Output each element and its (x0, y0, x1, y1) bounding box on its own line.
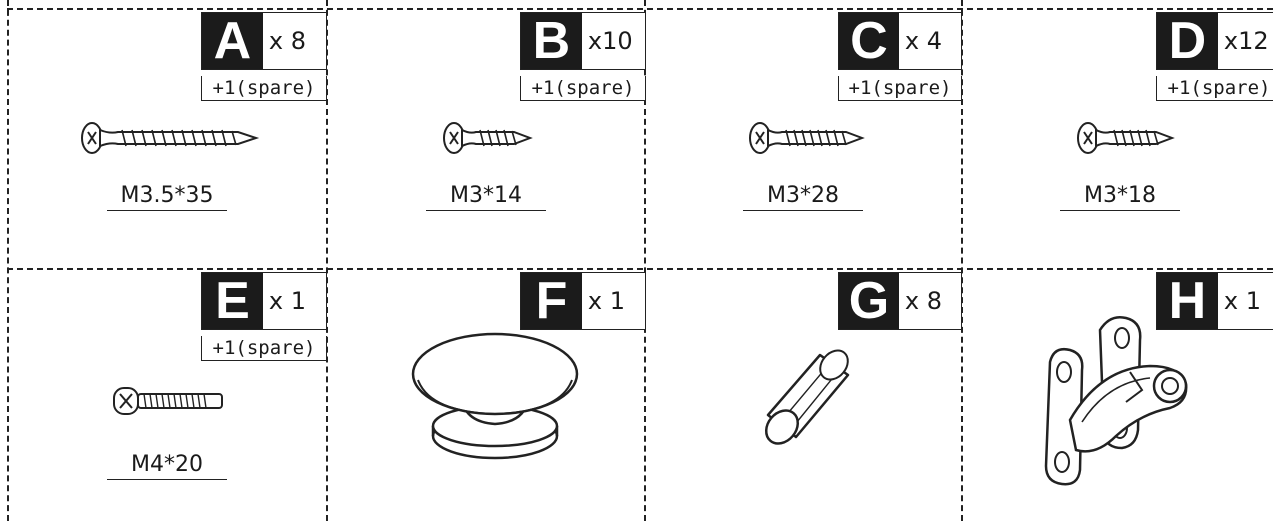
part-quantity: x 1 (268, 287, 307, 315)
part-quantity: x10 (587, 27, 633, 55)
part-size-label: M4*20 (107, 452, 227, 480)
divider (644, 0, 646, 521)
part-letter: E (202, 273, 263, 329)
part-letter: B (521, 13, 582, 69)
divider (7, 0, 9, 521)
dowel-icon (764, 349, 850, 445)
knob-icon (411, 332, 579, 460)
part-tag: F x 1 (520, 272, 646, 330)
machine-screw-icon (113, 387, 223, 415)
part-letter: A (202, 13, 263, 69)
spare-label: +1(spare) (201, 76, 327, 101)
latch-hinge-icon (1044, 316, 1188, 486)
part-size-label: M3*28 (743, 183, 863, 211)
medium-wood-screw-icon (749, 122, 865, 154)
part-quantity: x 8 (268, 27, 307, 55)
part-tag: A x 8 (201, 12, 327, 70)
spare-label: +1(spare) (838, 76, 962, 101)
spare-label: +1(spare) (1156, 76, 1273, 101)
spare-label: +1(spare) (520, 76, 646, 101)
part-size-label: M3*14 (426, 183, 546, 211)
part-quantity: x 1 (1223, 287, 1262, 315)
part-letter: D (1157, 13, 1218, 69)
part-size-label: M3*18 (1060, 183, 1180, 211)
part-tag: C x 4 (838, 12, 962, 70)
divider (7, 268, 1273, 270)
part-size-label: M3.5*35 (107, 183, 227, 211)
part-letter: C (839, 13, 899, 69)
long-wood-screw-icon (81, 122, 260, 154)
short-wood-screw-icon (443, 122, 533, 154)
part-tag: D x12 (1156, 12, 1273, 70)
part-letter: F (521, 273, 582, 329)
part-quantity: x12 (1223, 27, 1269, 55)
divider (326, 0, 328, 521)
part-quantity: x 1 (587, 287, 626, 315)
part-quantity: x 4 (904, 27, 942, 55)
part-quantity: x 8 (904, 287, 942, 315)
part-tag: H x 1 (1156, 272, 1273, 330)
part-tag: E x 1 (201, 272, 327, 330)
divider (7, 8, 1273, 10)
part-tag: B x10 (520, 12, 646, 70)
part-tag: G x 8 (838, 272, 962, 330)
divider (961, 0, 963, 521)
part-letter: H (1157, 273, 1218, 329)
spare-label: +1(spare) (201, 336, 327, 361)
wood-screw-icon (1077, 122, 1175, 154)
part-letter: G (839, 273, 899, 329)
